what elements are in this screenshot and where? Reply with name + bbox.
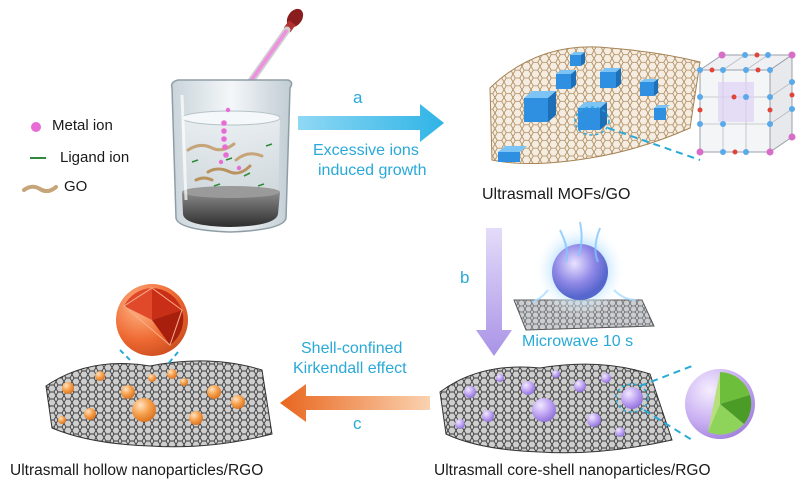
mof-crystal-lattice bbox=[696, 51, 796, 156]
core-shell-product-label: Ultrasmall core-shell nanoparticles/RGO bbox=[434, 462, 711, 479]
metal-ion-icon bbox=[31, 122, 41, 132]
beaker-icon bbox=[170, 79, 293, 233]
mof-go-sheet bbox=[489, 46, 701, 165]
step-b-letter: b bbox=[460, 268, 470, 287]
legend-go-label: GO bbox=[64, 178, 88, 195]
mof-cube bbox=[556, 70, 576, 89]
step-c-caption-line1: Shell-confined bbox=[301, 340, 403, 357]
go-sheet-icon bbox=[22, 184, 58, 194]
mof-cube bbox=[524, 91, 556, 122]
core-shell-nanoparticle bbox=[455, 370, 643, 437]
step-a-letter: a bbox=[353, 88, 363, 107]
legend-metal-ion-label: Metal ion bbox=[52, 117, 113, 134]
mof-cube bbox=[640, 79, 658, 96]
microwave-glow-icon bbox=[513, 221, 655, 331]
mof-cube bbox=[654, 105, 670, 120]
step-b-caption: Microwave 10 s bbox=[522, 333, 634, 350]
hollow-nanoparticle bbox=[58, 369, 245, 425]
arrow-c bbox=[280, 384, 430, 422]
arrow-b bbox=[476, 228, 512, 356]
step-c-letter: c bbox=[353, 414, 362, 433]
mof-cube bbox=[578, 102, 607, 130]
mofs-go-label: Ultrasmall MOFs/GO bbox=[482, 186, 631, 203]
mof-cube bbox=[498, 146, 527, 162]
step-c-caption-line2: Kirkendall effect bbox=[293, 360, 407, 377]
legend-ligand-ion-label: Ligand ion bbox=[60, 149, 130, 166]
step-a-caption-line2: induced growth bbox=[318, 162, 427, 179]
arrow-a bbox=[298, 104, 444, 142]
mof-cube bbox=[570, 52, 585, 66]
core-shell-rgo-sheet bbox=[439, 363, 693, 454]
hollow-sphere-icon bbox=[116, 284, 188, 356]
mof-cube bbox=[600, 68, 621, 88]
hollow-rgo-sheet bbox=[45, 349, 273, 448]
hollow-product-label: Ultrasmall hollow nanoparticles/RGO bbox=[10, 462, 264, 479]
core-shell-sphere-icon bbox=[685, 369, 755, 439]
step-a-caption-line1: Excessive ions bbox=[313, 142, 419, 159]
